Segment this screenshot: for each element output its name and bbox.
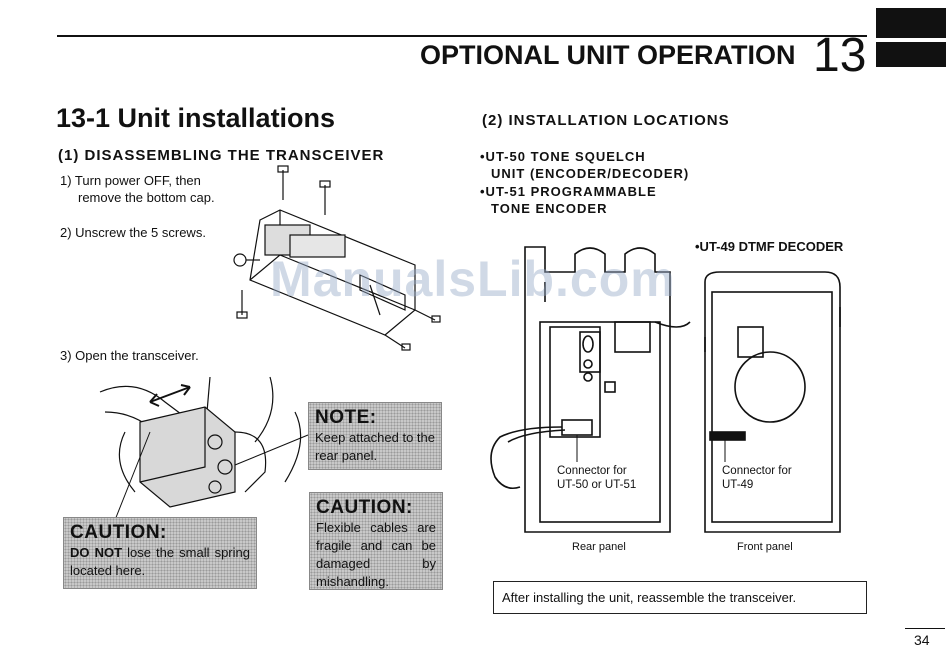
step-1-line-2: remove the bottom cap. xyxy=(78,190,215,205)
connector-right-line-1: Connector for xyxy=(722,465,792,477)
caution-spring-body: lose the small spring located here. xyxy=(70,545,250,578)
page-header-title: OPTIONAL UNIT OPERATION xyxy=(420,40,796,70)
installation-panels-diagram xyxy=(490,246,841,533)
ut49-label: •UT-49 DTMF DECODER xyxy=(695,239,844,254)
ut51-line-2: TONE ENCODER xyxy=(491,201,608,216)
ut51-line-1: •UT-51 PROGRAMMABLE xyxy=(480,184,657,199)
page-number-rule xyxy=(905,628,945,629)
caution-cables-callout: CAUTION: Flexible cables are fragile and… xyxy=(309,492,443,590)
chapter-tab-marker-lower xyxy=(876,42,946,67)
connector-right-line-2: UT-49 xyxy=(722,479,754,491)
step-2: 2) Unscrew the 5 screws. xyxy=(60,225,206,240)
transceiver-opening-illustration xyxy=(99,376,302,521)
caution-spring-callout: CAUTION: DO NOT lose the small spring lo… xyxy=(63,517,257,589)
ut50-line-2: UNIT (ENCODER/DECODER) xyxy=(491,166,690,181)
section-title: 13-1 Unit installations xyxy=(56,103,336,133)
caution-cables-title: CAUTION: xyxy=(316,497,413,518)
header-rule xyxy=(57,35,867,37)
transceiver-bottom-illustration xyxy=(233,165,441,351)
note-text: Keep attached to the rear panel. xyxy=(315,430,435,463)
page-number: 34 xyxy=(914,632,930,648)
note-title: NOTE: xyxy=(315,407,377,428)
step-1-line-1: 1) Turn power OFF, then xyxy=(60,173,201,188)
caution-spring-text: DO NOT lose the small spring located her… xyxy=(70,544,250,580)
note-callout: NOTE: Keep attached to the rear panel. xyxy=(308,402,442,470)
caution-cables-text: Flexible cables are fragile and can be d… xyxy=(316,520,436,589)
locations-heading: (2) INSTALLATION LOCATIONS xyxy=(482,112,730,129)
rear-panel-label: Rear panel xyxy=(572,541,626,553)
connector-ut49-label: Connector for UT-49 xyxy=(722,464,792,492)
connector-left-line-2: UT-50 or UT-51 xyxy=(557,479,637,491)
ut50-line-1: •UT-50 TONE SQUELCH xyxy=(480,149,646,164)
reassemble-instruction-box: After installing the unit, reassemble th… xyxy=(493,581,867,614)
front-panel-label: Front panel xyxy=(737,541,793,553)
chapter-number: 13 xyxy=(813,29,867,82)
note-leader-line xyxy=(234,434,309,466)
caution-spring-title: CAUTION: xyxy=(70,522,167,543)
caution-spring-emphasis: DO NOT xyxy=(70,545,123,560)
connector-left-line-1: Connector for xyxy=(557,465,627,477)
watermark: ManualsLib.com xyxy=(270,251,676,307)
step-3: 3) Open the transceiver. xyxy=(60,348,199,363)
disassembly-heading: (1) DISASSEMBLING THE TRANSCEIVER xyxy=(58,147,385,164)
connector-ut50-ut51-label: Connector for UT-50 or UT-51 xyxy=(557,464,636,492)
chapter-tab-marker xyxy=(876,8,946,38)
